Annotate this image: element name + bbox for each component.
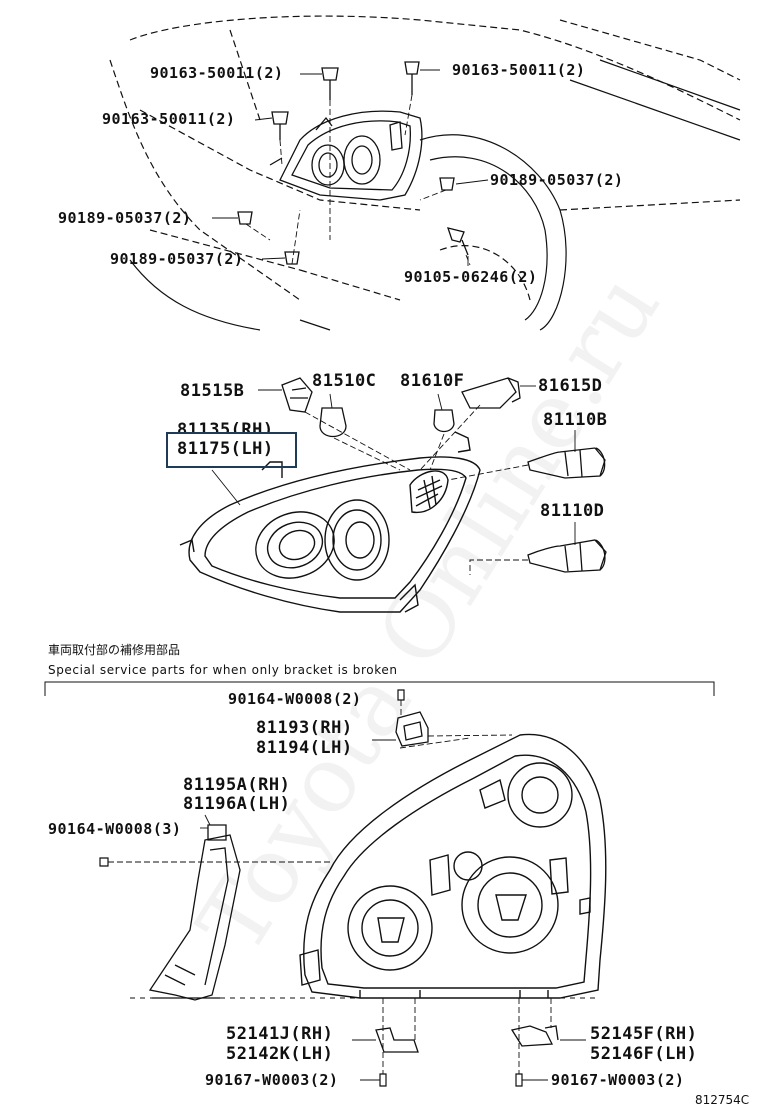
part-label-81193-rh: 81193(RH) <box>256 718 353 738</box>
part-label-81135-rh: 81135(RH) <box>177 420 274 440</box>
part-label-81610F: 81610F <box>400 371 465 391</box>
highlight-box <box>166 432 297 468</box>
top-leader-lines <box>245 94 471 266</box>
part-label-81110B: 81110B <box>543 410 608 430</box>
car-body-outline <box>109 15 741 331</box>
part-label-81194-lh: 81194(LH) <box>256 738 353 758</box>
main-headlamp <box>179 431 481 613</box>
bottom-screws <box>99 689 523 1087</box>
part-label-81515B: 81515B <box>180 381 245 401</box>
part-label-81510C: 81510C <box>312 371 377 391</box>
part-label-90189-05037-a: 90189-05037(2) <box>490 171 624 189</box>
part-label-52141J-rh: 52141J(RH) <box>226 1024 334 1044</box>
part-label-52146F-lh: 52146F(LH) <box>590 1044 698 1064</box>
part-label-90163-50011-b: 90163-50011(2) <box>452 61 586 79</box>
part-label-90163-50011-a: 90163-50011(2) <box>150 64 284 82</box>
top-fasteners <box>237 61 469 265</box>
figure-id: 812754C <box>695 1093 750 1107</box>
part-label-81175-lh: 81175(LH) <box>177 439 274 459</box>
part-label-90167-W0003-right: 90167-W0003(2) <box>551 1071 685 1089</box>
note-english: Special service parts for when only brac… <box>48 663 398 677</box>
top-bracket-part <box>395 711 429 747</box>
small-headlamp <box>269 110 423 201</box>
note-japanese: 車両取付部の補修用部品 <box>48 643 181 657</box>
part-label-90189-05037-b: 90189-05037(2) <box>58 209 192 227</box>
mid-leader-lines <box>304 404 529 575</box>
mid-label-leaders <box>211 385 576 545</box>
side-bracket <box>148 824 241 1001</box>
part-label-52142K-lh: 52142K(LH) <box>226 1044 334 1064</box>
part-label-81195A-rh: 81195A(RH) <box>183 775 291 795</box>
mid-bulbs <box>281 377 607 573</box>
part-label-81196A-lh: 81196A(LH) <box>183 794 291 814</box>
part-label-90167-W0003-left: 90167-W0003(2) <box>205 1071 339 1089</box>
service-frame <box>44 681 715 696</box>
part-label-90164-W0008-side: 90164-W0008(3) <box>48 820 182 838</box>
part-label-90164-W0008-top: 90164-W0008(2) <box>228 690 362 708</box>
part-label-81615D: 81615D <box>538 376 603 396</box>
lower-brackets <box>375 1025 559 1053</box>
part-label-81110D: 81110D <box>540 501 605 521</box>
bottom-label-leaders <box>200 739 586 1081</box>
part-label-90163-50011-c: 90163-50011(2) <box>102 110 236 128</box>
part-label-52145F-rh: 52145F(RH) <box>590 1024 698 1044</box>
part-label-90189-05037-c: 90189-05037(2) <box>110 250 244 268</box>
large-headlamp <box>299 733 607 999</box>
part-label-90105-06246: 90105-06246(2) <box>404 268 538 286</box>
top-label-leaders <box>212 69 489 266</box>
bottom-leader-lines <box>108 700 600 1074</box>
